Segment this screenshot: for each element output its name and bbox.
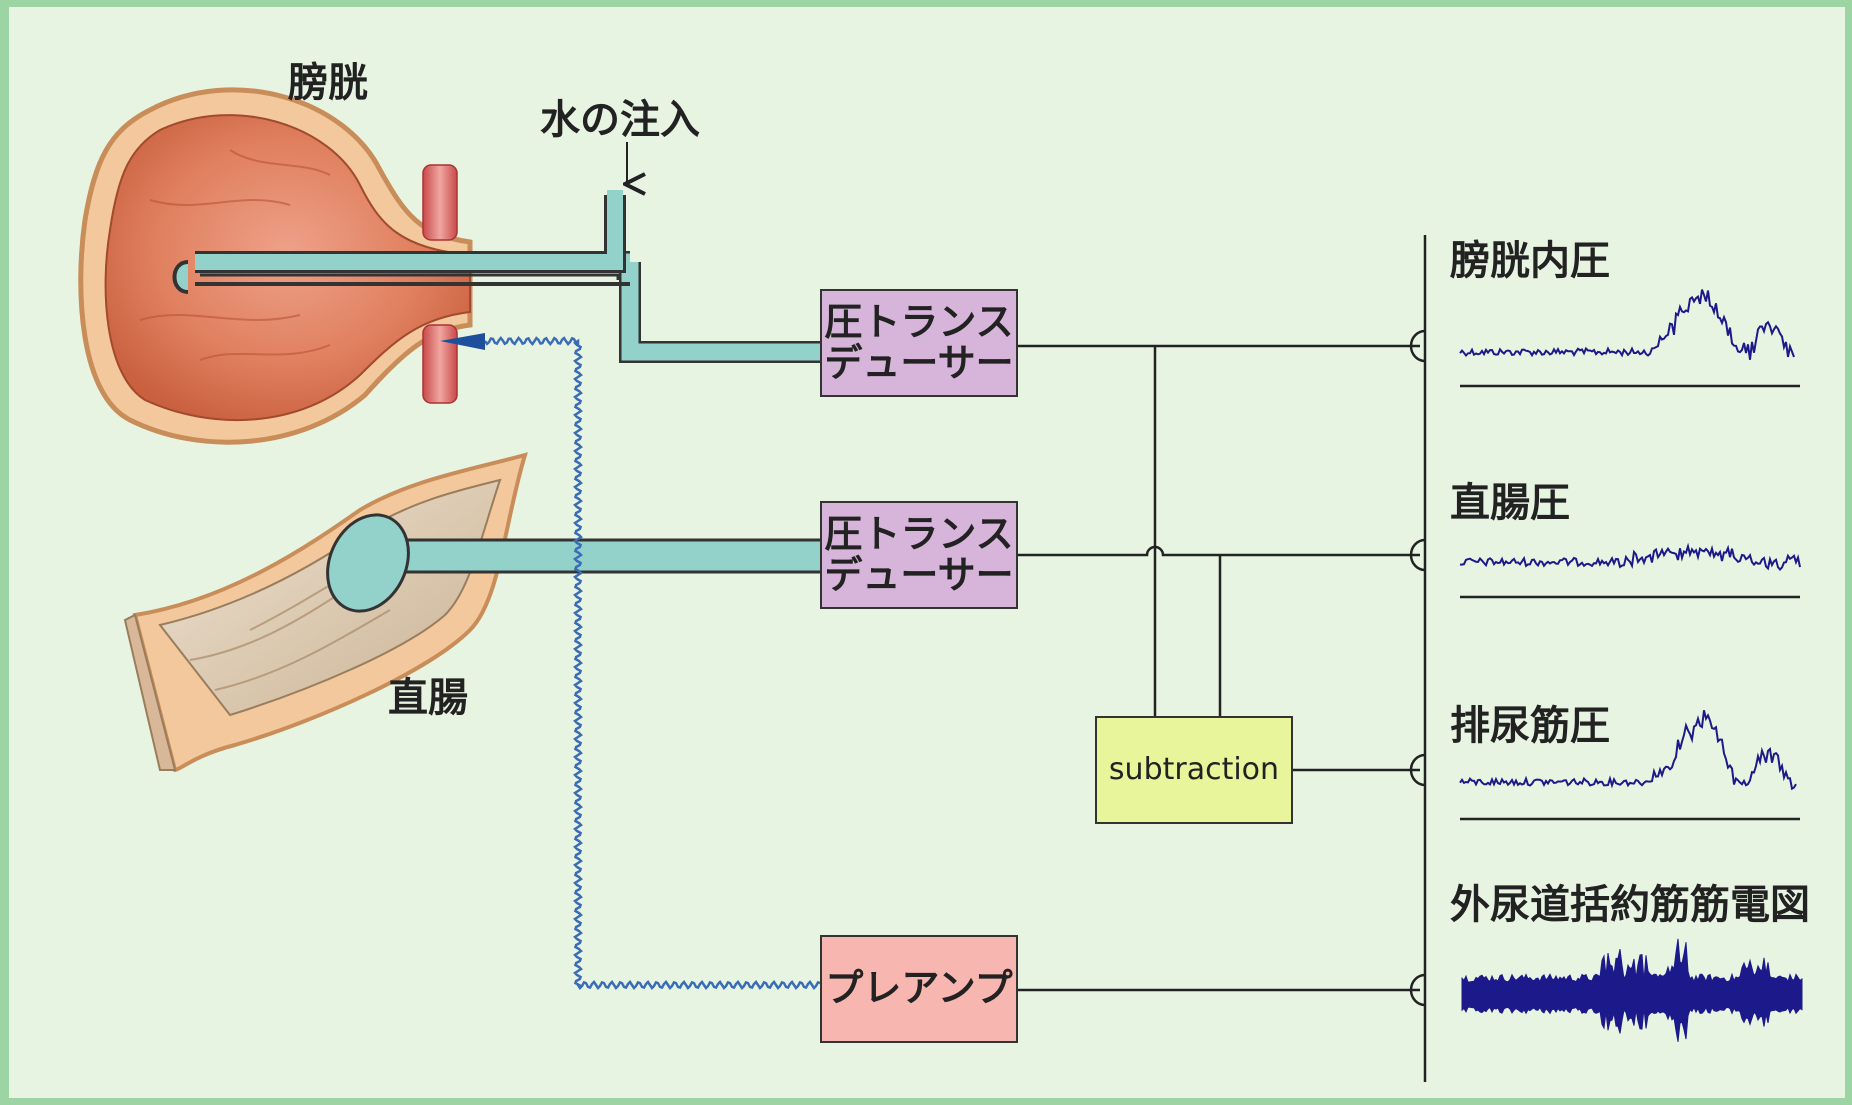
trace-emg bbox=[1461, 938, 1803, 1042]
emg-needle-arrow bbox=[440, 333, 485, 350]
trace-label-detrusor-pressure: 排尿筋圧 bbox=[1450, 703, 1610, 749]
trace-detrusor-pressure bbox=[1459, 710, 1797, 791]
trace-label-bladder-pressure: 膀胱内圧 bbox=[1450, 238, 1610, 284]
water-injection-label: 水の注入 bbox=[540, 97, 700, 143]
transducer-line-1: 圧トランス bbox=[824, 299, 1014, 344]
pressure-transducer-rectum: 圧トランス デューサー bbox=[820, 501, 1018, 609]
trace-bladder-pressure bbox=[1459, 289, 1795, 360]
rectal-catheter bbox=[326, 513, 824, 613]
sphincter-upper bbox=[422, 164, 458, 241]
rectal-balloon bbox=[326, 513, 410, 613]
bladder-label: 膀胱 bbox=[288, 60, 368, 106]
preamp-box: プレアンプ bbox=[820, 935, 1018, 1043]
trace-label-emg: 外尿道括約筋筋電図 bbox=[1450, 882, 1810, 928]
traces bbox=[1459, 289, 1803, 1042]
transducer-line-2: デューサー bbox=[824, 553, 1014, 597]
subtraction-box: subtraction bbox=[1095, 716, 1293, 824]
trace-label-rectal-pressure: 直腸圧 bbox=[1450, 480, 1570, 526]
trace-rectal-pressure bbox=[1460, 542, 1801, 571]
pressure-transducer-bladder: 圧トランス デューサー bbox=[820, 289, 1018, 397]
transducer-line-2: デューサー bbox=[824, 341, 1014, 385]
signal-wiring bbox=[1018, 235, 1800, 1082]
sphincter-lower bbox=[422, 324, 458, 404]
rectum-label: 直腸 bbox=[388, 675, 468, 721]
bladder-catheter bbox=[172, 142, 822, 363]
emg-wire bbox=[483, 335, 821, 990]
transducer-line-1: 圧トランス bbox=[824, 511, 1014, 556]
